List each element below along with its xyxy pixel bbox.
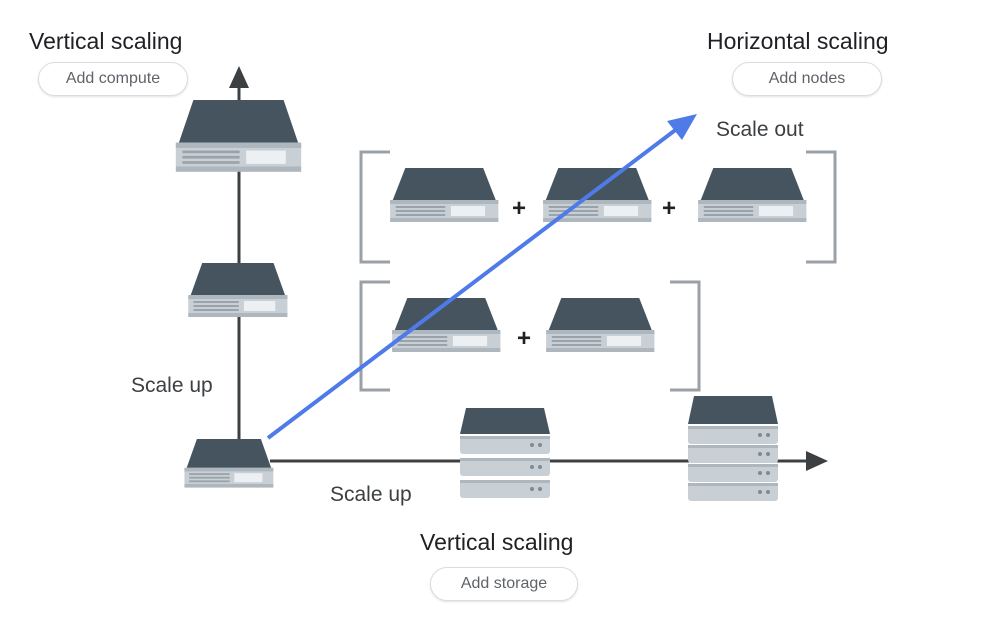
storage-rack-icon (460, 408, 550, 498)
server-icon (546, 298, 655, 352)
scale-out-arrow (266, 114, 697, 440)
server-icon (184, 439, 274, 488)
server-icon (188, 263, 288, 317)
vertical-compute-heading: Vertical scaling (29, 28, 183, 54)
arrow-right-icon (806, 451, 828, 471)
server-icon (698, 168, 807, 222)
storage-rack-icon (688, 396, 778, 501)
horizontal-scaling-heading: Horizontal scaling (707, 28, 889, 54)
server-icon (392, 298, 501, 352)
bracket-top-group (359, 150, 837, 264)
scale-out-label: Scale out (716, 118, 804, 141)
arrow-up-icon (229, 66, 249, 88)
arrow-diagonal-icon (667, 114, 697, 140)
server-icon (543, 168, 652, 222)
bracket-middle-group (359, 280, 701, 392)
scale-up-horizontal-label: Scale up (330, 483, 412, 506)
plus-sign: + (512, 195, 526, 222)
vertical-storage-heading: Vertical scaling (420, 529, 574, 555)
plus-sign: + (517, 325, 531, 352)
server-icon (390, 168, 499, 222)
add-storage-pill: Add storage (430, 567, 578, 601)
scale-up-vertical-label: Scale up (131, 374, 213, 397)
server-icon (175, 100, 302, 172)
plus-sign: + (662, 195, 676, 222)
add-compute-pill: Add compute (38, 62, 188, 96)
add-nodes-pill: Add nodes (732, 62, 882, 96)
